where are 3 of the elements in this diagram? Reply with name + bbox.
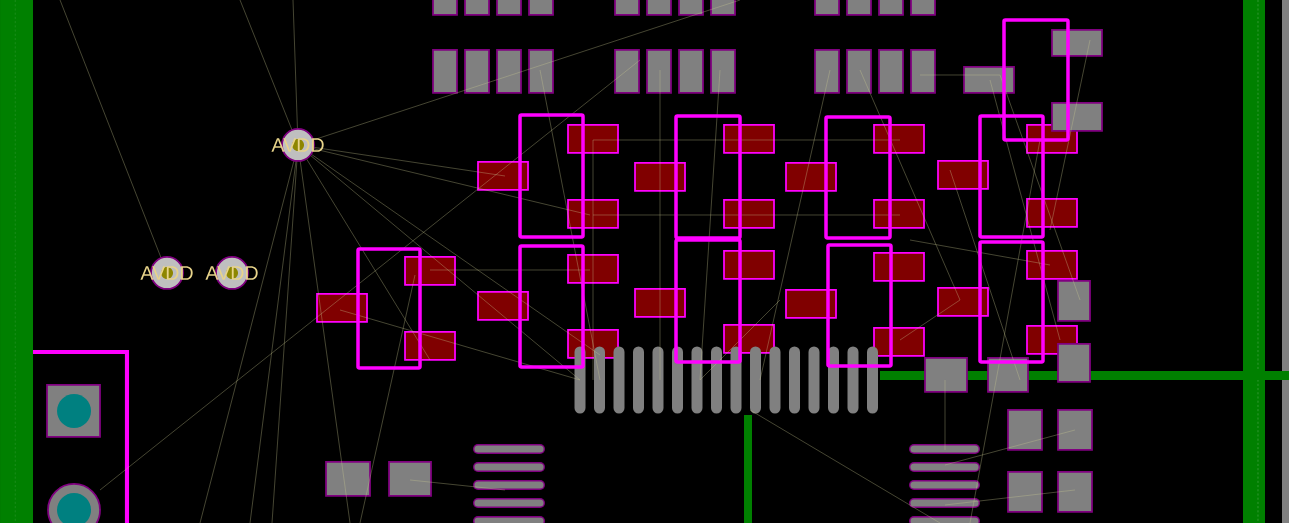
net-label: AVDD <box>140 266 193 280</box>
net-label: AVDD <box>271 138 324 152</box>
net-label: AVDD <box>205 266 258 280</box>
